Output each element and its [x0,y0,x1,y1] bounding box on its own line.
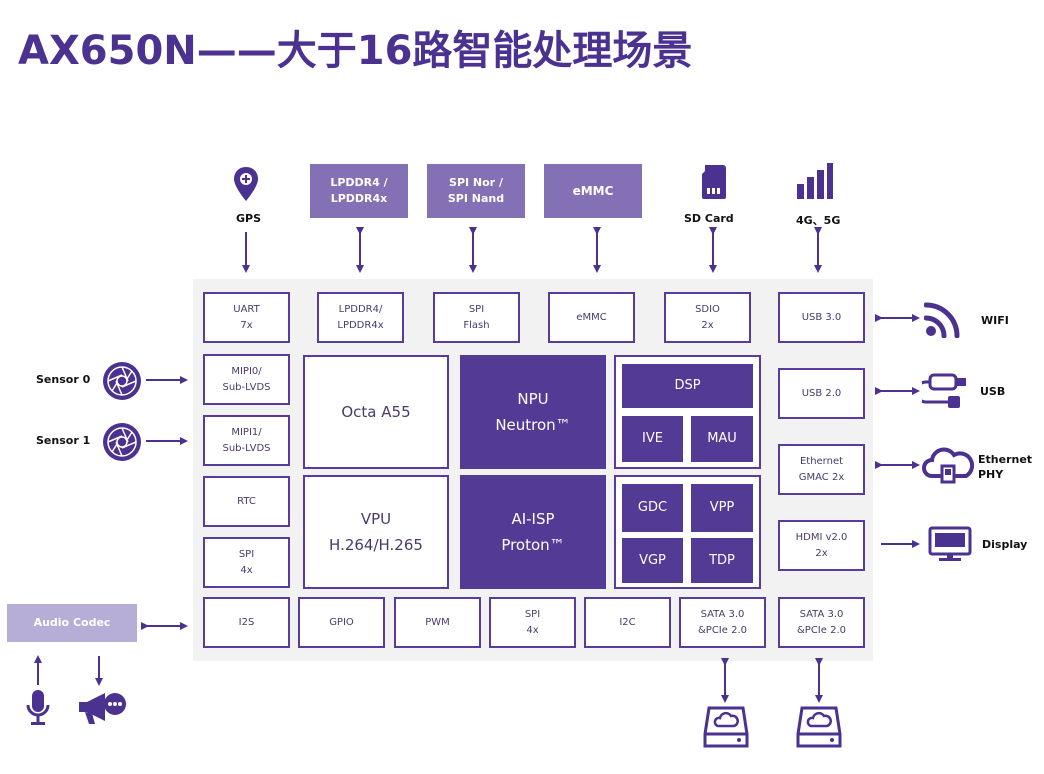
camera-aperture-icon [102,422,142,466]
ethernet-cloud-icon [922,446,975,490]
gdc-unit: GDC [621,483,684,533]
mipi1-interface: MIPI1/ Sub-LVDS [203,415,290,466]
sdio-interface: SDIO 2x [664,292,751,343]
rtc-interface: RTC [203,476,290,527]
audio-codec: Audio Codec [7,604,137,642]
emmc-interface: eMMC [548,292,635,343]
lpddr-interface: LPDDR4/ LPDDR4x [317,292,404,343]
mau-unit: MAU [690,415,754,463]
cellular-label: 4G、5G [796,214,841,227]
sd-card-label: SD Card [684,212,734,225]
isp-core: AI-ISP Proton™ [460,475,606,589]
sata1-interface: SATA 3.0 &PCIe 2.0 [679,597,766,648]
gps-location-icon [232,165,260,207]
wifi-icon [923,300,962,342]
ive-unit: IVE [621,415,684,463]
ethernet-phy-label: Ethernet PHY [978,453,1033,481]
usb-label: USB [980,385,1006,398]
vpu-core: VPU H.264/H.265 [303,475,449,589]
external-lpddr: LPDDR4 / LPDDR4x [310,164,408,218]
usb3-interface: USB 3.0 [778,292,865,343]
uart-interface: UART 7x [203,292,290,343]
ethernet-interface: Ethernet GMAC 2x [778,444,865,495]
gpio-interface: GPIO [298,597,385,648]
cpu-core: Octa A55 [303,355,449,469]
i2s-interface: I2S [203,597,290,648]
page-title: AX650N——大于16路智能处理场景 [18,28,693,74]
vpp-unit: VPP [690,483,754,533]
storage-drive-icon [796,704,842,754]
display-label: Display [982,538,1028,551]
external-spi-memory: SPI Nor / SPI Nand [427,164,525,218]
sensor1-label: Sensor 1 [36,434,91,447]
vgp-unit: VGP [621,537,684,584]
spi4x-interface: SPI 4x [203,537,290,588]
spi4x-bottom-interface: SPI 4x [489,597,576,648]
storage-drive-icon [703,704,749,754]
tdp-unit: TDP [690,537,754,584]
spi-flash-interface: SPI Flash [433,292,520,343]
hdmi-interface: HDMI v2.0 2x [778,520,865,571]
cellular-signal-icon [796,162,834,204]
sd-card-icon [701,164,727,204]
wifi-label: WIFI [981,314,1009,327]
npu-core: NPU Neutron™ [460,355,606,469]
pwm-interface: PWM [394,597,481,648]
microphone-icon [25,689,51,731]
sata2-interface: SATA 3.0 &PCIe 2.0 [778,597,865,648]
dsp-unit: DSP [621,363,754,409]
monitor-icon [928,526,972,566]
gps-label: GPS [236,212,262,225]
camera-aperture-icon [102,361,142,405]
i2c-interface: I2C [584,597,671,648]
sensor0-label: Sensor 0 [36,373,91,386]
speaker-megaphone-icon [77,690,129,730]
mipi0-interface: MIPI0/ Sub-LVDS [203,354,290,405]
external-emmc: eMMC [544,164,642,218]
usb2-interface: USB 2.0 [778,368,865,419]
